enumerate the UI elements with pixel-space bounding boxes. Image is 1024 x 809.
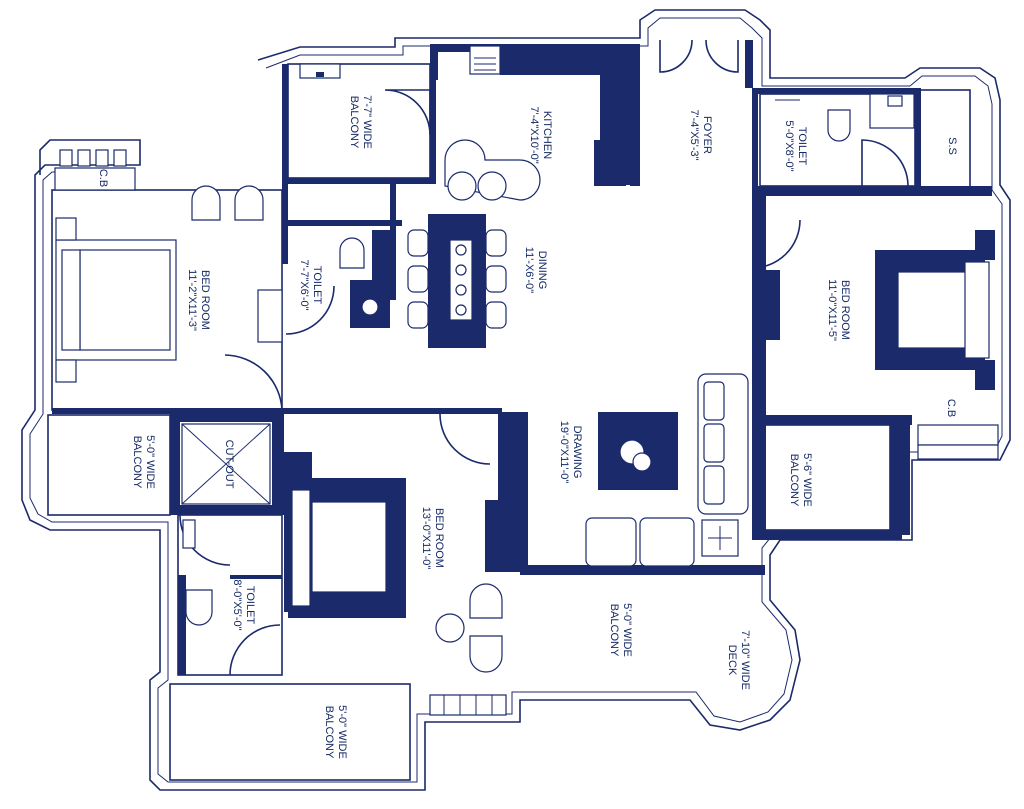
- kitchen-name: KITCHEN: [541, 111, 553, 159]
- wardrobe-left-icon: [54, 167, 283, 343]
- toilet-top-fixtures: [775, 93, 915, 142]
- toilet-mid-size: 7'-7"X6'-0": [298, 259, 310, 310]
- bedroom-left-label: BED ROOM 11'-2"X11'-3": [186, 269, 211, 331]
- dining-table-icon: [407, 214, 507, 348]
- balcony-56-line2: BALCONY: [788, 454, 800, 507]
- foyer-label: FOYER 7'-4"X5'-3": [688, 109, 713, 160]
- bedroom-bottom-size: 13'-0"X11'-0": [420, 507, 432, 570]
- balcony-50-left-line2: BALCONY: [131, 436, 143, 489]
- drawing-size: 19'-0"X11'-0": [558, 421, 570, 484]
- balcony-56-line1: 5'-6" WIDE: [801, 453, 813, 507]
- planters-icon: [59, 149, 127, 167]
- chairs-left-icon: [191, 185, 264, 221]
- cb-right-name: C.B: [945, 399, 957, 417]
- toilet-bottom-size: 8'-0"X5'-0": [231, 579, 243, 630]
- deck-line1: 7'-10" WIDE: [739, 630, 751, 690]
- foyer-name: FOYER: [701, 116, 713, 154]
- drawing-label: DRAWING 19'-0"X11'-0": [558, 421, 583, 484]
- kitchen-label: KITCHEN 7'-4"X10'-0": [528, 106, 553, 163]
- bedroom-right-size: 11'-0"X11'-5": [826, 279, 838, 341]
- toilet-top-name: TOILET: [796, 127, 808, 166]
- wardrobe-right-icon: [917, 424, 999, 460]
- toilet-mid-name: TOILET: [311, 266, 323, 305]
- bed-bottom-icon: [288, 478, 406, 618]
- deck-label: 7'-10" WIDE DECK: [726, 630, 751, 690]
- foyer-size: 7'-4"X5'-3": [688, 109, 700, 160]
- balcony-77-line2: BALCONY: [348, 96, 360, 149]
- cut-out-mark: [181, 423, 271, 505]
- planters-bottom-icon: [429, 694, 507, 716]
- balcony-77-line1: 7'-7" WIDE: [361, 95, 373, 149]
- dining-name: DINING: [536, 251, 548, 290]
- cb-left-name: C.B: [97, 169, 109, 187]
- balcony-50-left-label: 5'-0" WIDE BALCONY: [131, 435, 156, 489]
- wash-basin-icon: [299, 63, 341, 79]
- bedroom-bottom-name: BED ROOM: [433, 508, 445, 568]
- ss-name: S.S: [946, 137, 958, 155]
- refrigerator-icon: [594, 140, 626, 186]
- balcony-56-label: 5'-6" WIDE BALCONY: [788, 453, 813, 507]
- bedroom-left-size: 11'-2"X11'-3": [186, 269, 198, 331]
- walls: [52, 40, 995, 675]
- kitchen-sink-icon: [469, 45, 501, 75]
- cutout-label: CUT-OUT: [223, 440, 235, 489]
- bedroom-bottom-label: BED ROOM 13'-0"X11'-0": [420, 507, 445, 570]
- cb-right-label: C.B: [945, 399, 957, 417]
- cb-left-label: C.B: [97, 169, 109, 187]
- balcony-50-bottom-line1: 5'-0" WIDE: [336, 705, 348, 759]
- kitchen-stools: [444, 139, 541, 201]
- dining-size: 11'-X6'-0": [523, 247, 535, 294]
- toilet-bottom-label: TOILET 8'-0"X5'-0": [231, 579, 256, 630]
- bedroom-right-label: BED ROOM 11'-0"X11'-5": [826, 279, 851, 341]
- bedroom-right-name: BED ROOM: [839, 280, 851, 340]
- bed-left-icon: [55, 217, 177, 383]
- balcony-50-mid-label: 5'-0" WIDE BALCONY: [608, 603, 633, 657]
- balcony-50-left-line1: 5'-0" WIDE: [144, 435, 156, 489]
- balcony-50-bottom-label: 5'-0" WIDE BALCONY: [323, 705, 348, 759]
- center-table-icon: [598, 412, 678, 490]
- sofa-set-icon: [585, 373, 749, 567]
- ss-label: S.S: [946, 137, 958, 155]
- toilet-mid-label: TOILET 7'-7"X6'-0": [298, 259, 323, 310]
- balcony-50-bottom-line2: BALCONY: [323, 706, 335, 759]
- balcony-50-mid-line1: 5'-0" WIDE: [621, 603, 633, 657]
- doors: [179, 39, 909, 676]
- toilet-top-size: 5'-0"X8'-0": [783, 120, 795, 171]
- kitchen-size: 7'-4"X10'-0": [528, 106, 540, 163]
- bedroom-left-name: BED ROOM: [199, 270, 211, 330]
- outer-boundary: [21, 9, 1011, 791]
- toilet-top-label: TOILET 5'-0"X8'-0": [783, 120, 808, 171]
- chairs-bottom-icon: [435, 583, 503, 673]
- toilet-bottom-fixtures: [182, 519, 213, 626]
- balcony-50-mid-line2: BALCONY: [608, 604, 620, 657]
- deck-line2: DECK: [726, 645, 738, 676]
- dining-label: DINING 11'-X6'-0": [523, 247, 548, 294]
- cutout-name: CUT-OUT: [223, 440, 235, 489]
- balcony-77-label: 7'-7" WIDE BALCONY: [348, 95, 373, 149]
- toilet-bottom-name: TOILET: [244, 586, 256, 625]
- toilet-mid-fixtures: [339, 230, 390, 328]
- drawing-name: DRAWING: [571, 426, 583, 479]
- bed-right-icon: [875, 250, 990, 370]
